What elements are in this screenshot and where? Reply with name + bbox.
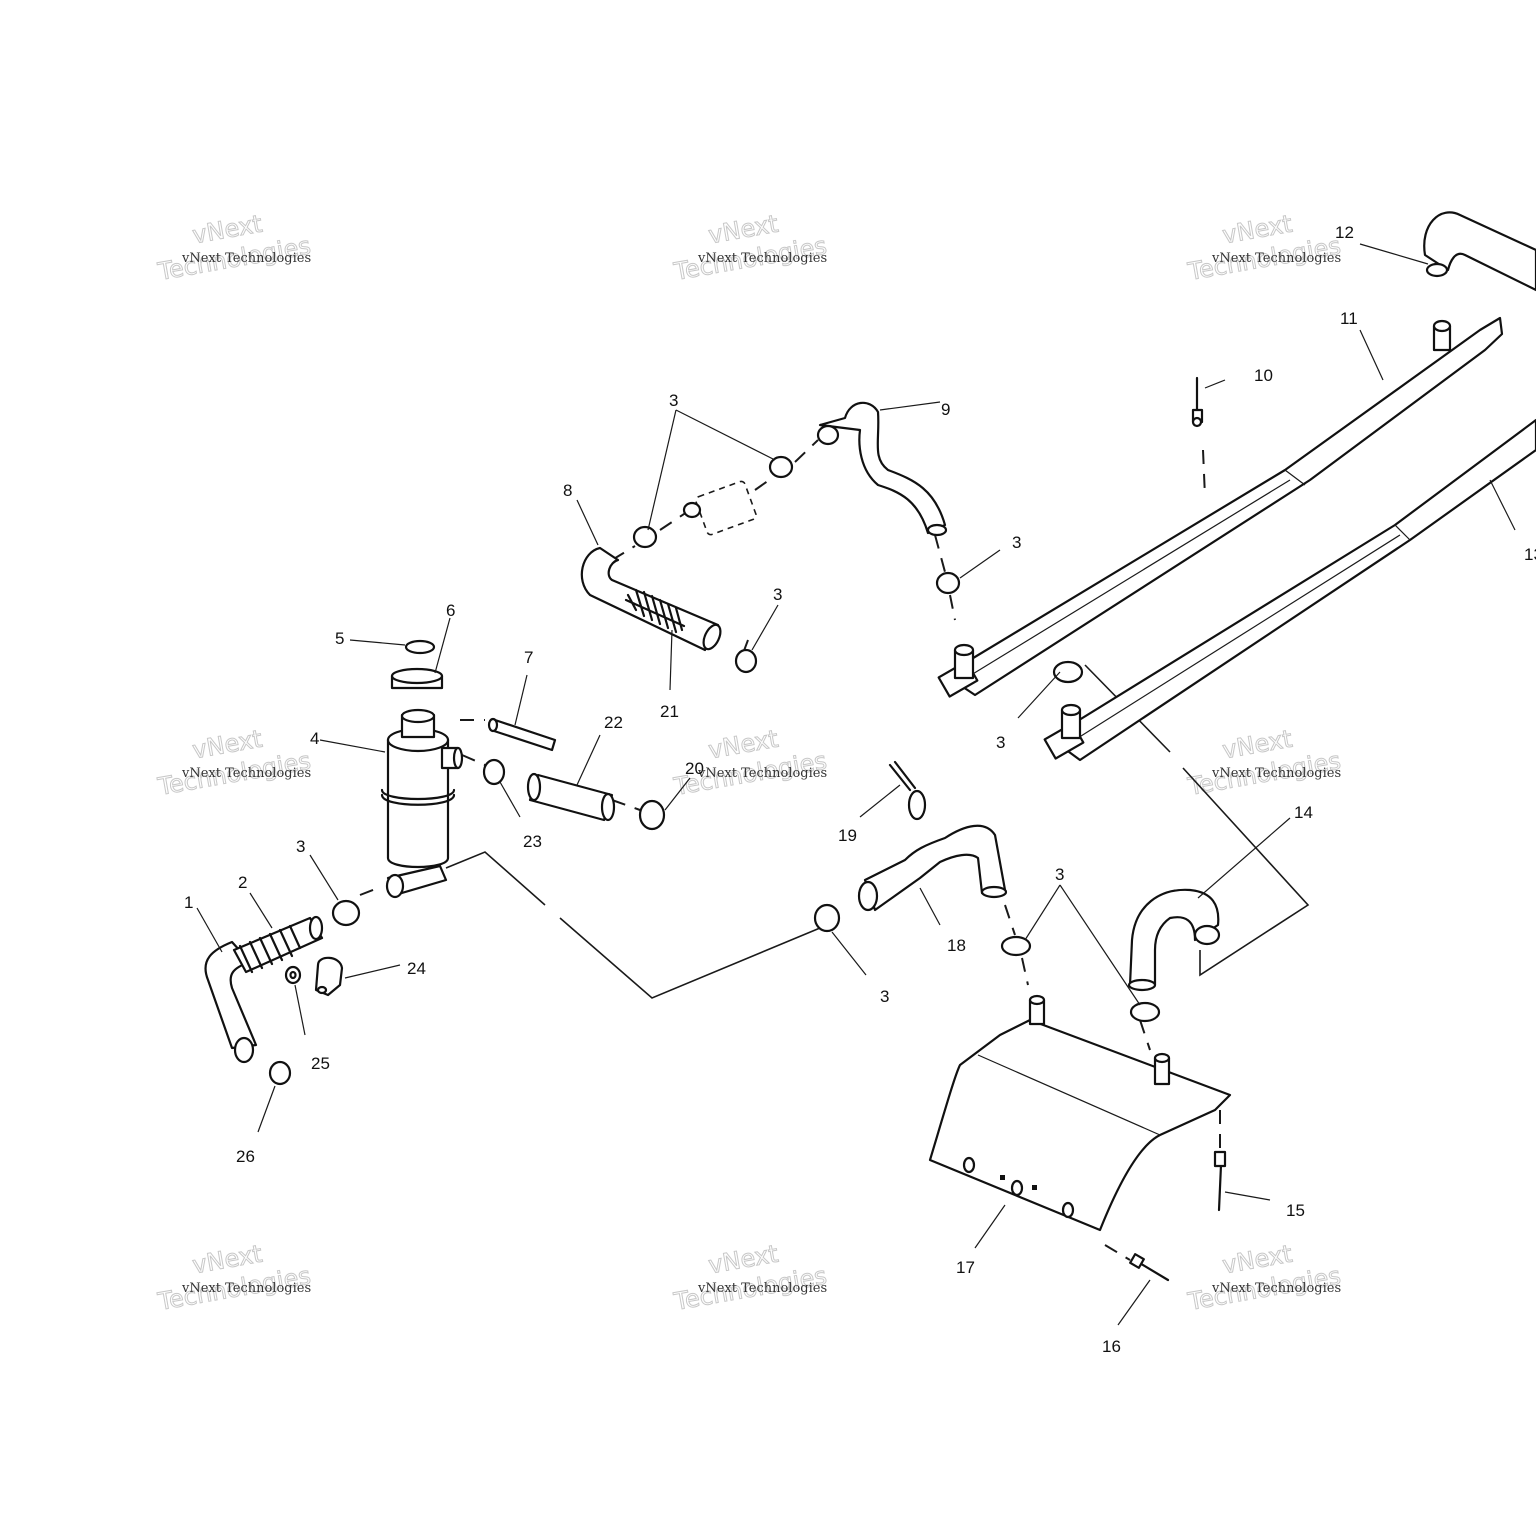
watermark-bottom-center: vNext Technologies vNext Technologies <box>671 1239 830 1316</box>
part-11-heat-exchanger <box>937 316 1504 698</box>
callout-3-f: 3 <box>880 987 889 1006</box>
callout-16: 16 <box>1102 1337 1121 1356</box>
part-22-hose <box>526 772 616 822</box>
part-9-hose <box>816 401 948 537</box>
callout-19: 19 <box>838 826 857 845</box>
callout-3-a: 3 <box>669 391 678 410</box>
callout-20: 20 <box>685 759 704 778</box>
part-2-hose-spring <box>232 915 324 974</box>
part-12-upper-hose <box>1423 211 1536 292</box>
callout-1: 1 <box>184 893 193 912</box>
svg-text:vNext Technologies: vNext Technologies <box>697 251 827 266</box>
svg-text:vNext Technologies: vNext Technologies <box>697 766 827 781</box>
svg-text:vNext Technologies: vNext Technologies <box>1211 766 1341 781</box>
callout-3-d: 3 <box>996 733 1005 752</box>
part-23-clamp <box>482 758 506 786</box>
svg-text:vNext Technologies: vNext Technologies <box>181 766 311 781</box>
callout-25: 25 <box>311 1054 330 1073</box>
part-8-hose <box>580 546 722 652</box>
part-25-washer <box>284 965 302 985</box>
svg-text:vNext Technologies: vNext Technologies <box>181 1281 311 1296</box>
callout-3-c: 3 <box>773 585 782 604</box>
callout-15: 15 <box>1286 1201 1305 1220</box>
callout-labels: 1 2 3 3 3 3 3 3 3 4 5 6 7 8 9 10 11 12 1… <box>184 223 1536 1356</box>
part-24-bracket <box>314 956 344 997</box>
part-16-rivet <box>1129 1253 1170 1282</box>
part-15-rivet <box>1213 1150 1227 1212</box>
callout-10: 10 <box>1254 366 1273 385</box>
callout-24: 24 <box>407 959 426 978</box>
callout-6: 6 <box>446 601 455 620</box>
part-18-hose <box>857 824 1008 912</box>
watermark-bottom-right: vNext Technologies vNext Technologies <box>1185 1239 1344 1316</box>
callout-22: 22 <box>604 713 623 732</box>
callout-4: 4 <box>310 729 319 748</box>
callout-11: 11 <box>1340 309 1358 328</box>
part-19-tie <box>888 760 927 821</box>
part-17-housing <box>928 994 1232 1232</box>
watermark-bottom-left: vNext Technologies vNext Technologies <box>155 1239 314 1316</box>
watermark-top-center: vNext Technologies vNext Technologies <box>671 209 830 286</box>
callout-18: 18 <box>947 936 966 955</box>
part-14-hose <box>1127 888 1221 992</box>
part-3-clamps <box>331 455 1161 1023</box>
callout-7: 7 <box>524 648 533 667</box>
leader-lines <box>196 243 1516 1326</box>
callout-9: 9 <box>941 400 950 419</box>
svg-text:vNext Technologies: vNext Technologies <box>181 251 311 266</box>
part-21-hose-spring <box>624 588 686 634</box>
part-13-heat-exchanger <box>1043 418 1536 762</box>
watermark-top-left: vNext Technologies vNext Technologies <box>155 209 314 286</box>
part-26-clamp <box>268 1060 292 1086</box>
svg-text:vNext Technologies: vNext Technologies <box>1211 251 1341 266</box>
dashed-fitting <box>682 480 757 536</box>
svg-text:vNext Technologies: vNext Technologies <box>1211 1281 1341 1296</box>
callout-14: 14 <box>1294 803 1313 822</box>
callout-5: 5 <box>335 629 344 648</box>
callout-2: 2 <box>238 873 247 892</box>
watermark-mid-left: vNext Technologies vNext Technologies <box>155 724 314 801</box>
part-6-cap <box>390 667 444 690</box>
watermark-top-right: vNext Technologies vNext Technologies <box>1185 209 1344 286</box>
callout-26: 26 <box>236 1147 255 1166</box>
callout-3-g: 3 <box>1055 865 1064 884</box>
part-4-reservoir <box>380 708 464 899</box>
callout-12: 12 <box>1335 223 1354 242</box>
callout-13: 13 <box>1524 545 1536 564</box>
callout-3-b: 3 <box>1012 533 1021 552</box>
callout-21: 21 <box>660 702 679 721</box>
part-5-gasket <box>404 639 436 655</box>
callout-23: 23 <box>523 832 542 851</box>
callout-17: 17 <box>956 1258 975 1277</box>
svg-text:vNext Technologies: vNext Technologies <box>697 1281 827 1296</box>
callout-3-e: 3 <box>296 837 305 856</box>
callout-8: 8 <box>563 481 572 500</box>
part-20-clamp <box>638 799 666 831</box>
part-7-tube <box>487 717 557 752</box>
part-10-bolt <box>1191 376 1204 428</box>
watermark-mid-right: vNext Technologies vNext Technologies <box>1185 724 1344 801</box>
